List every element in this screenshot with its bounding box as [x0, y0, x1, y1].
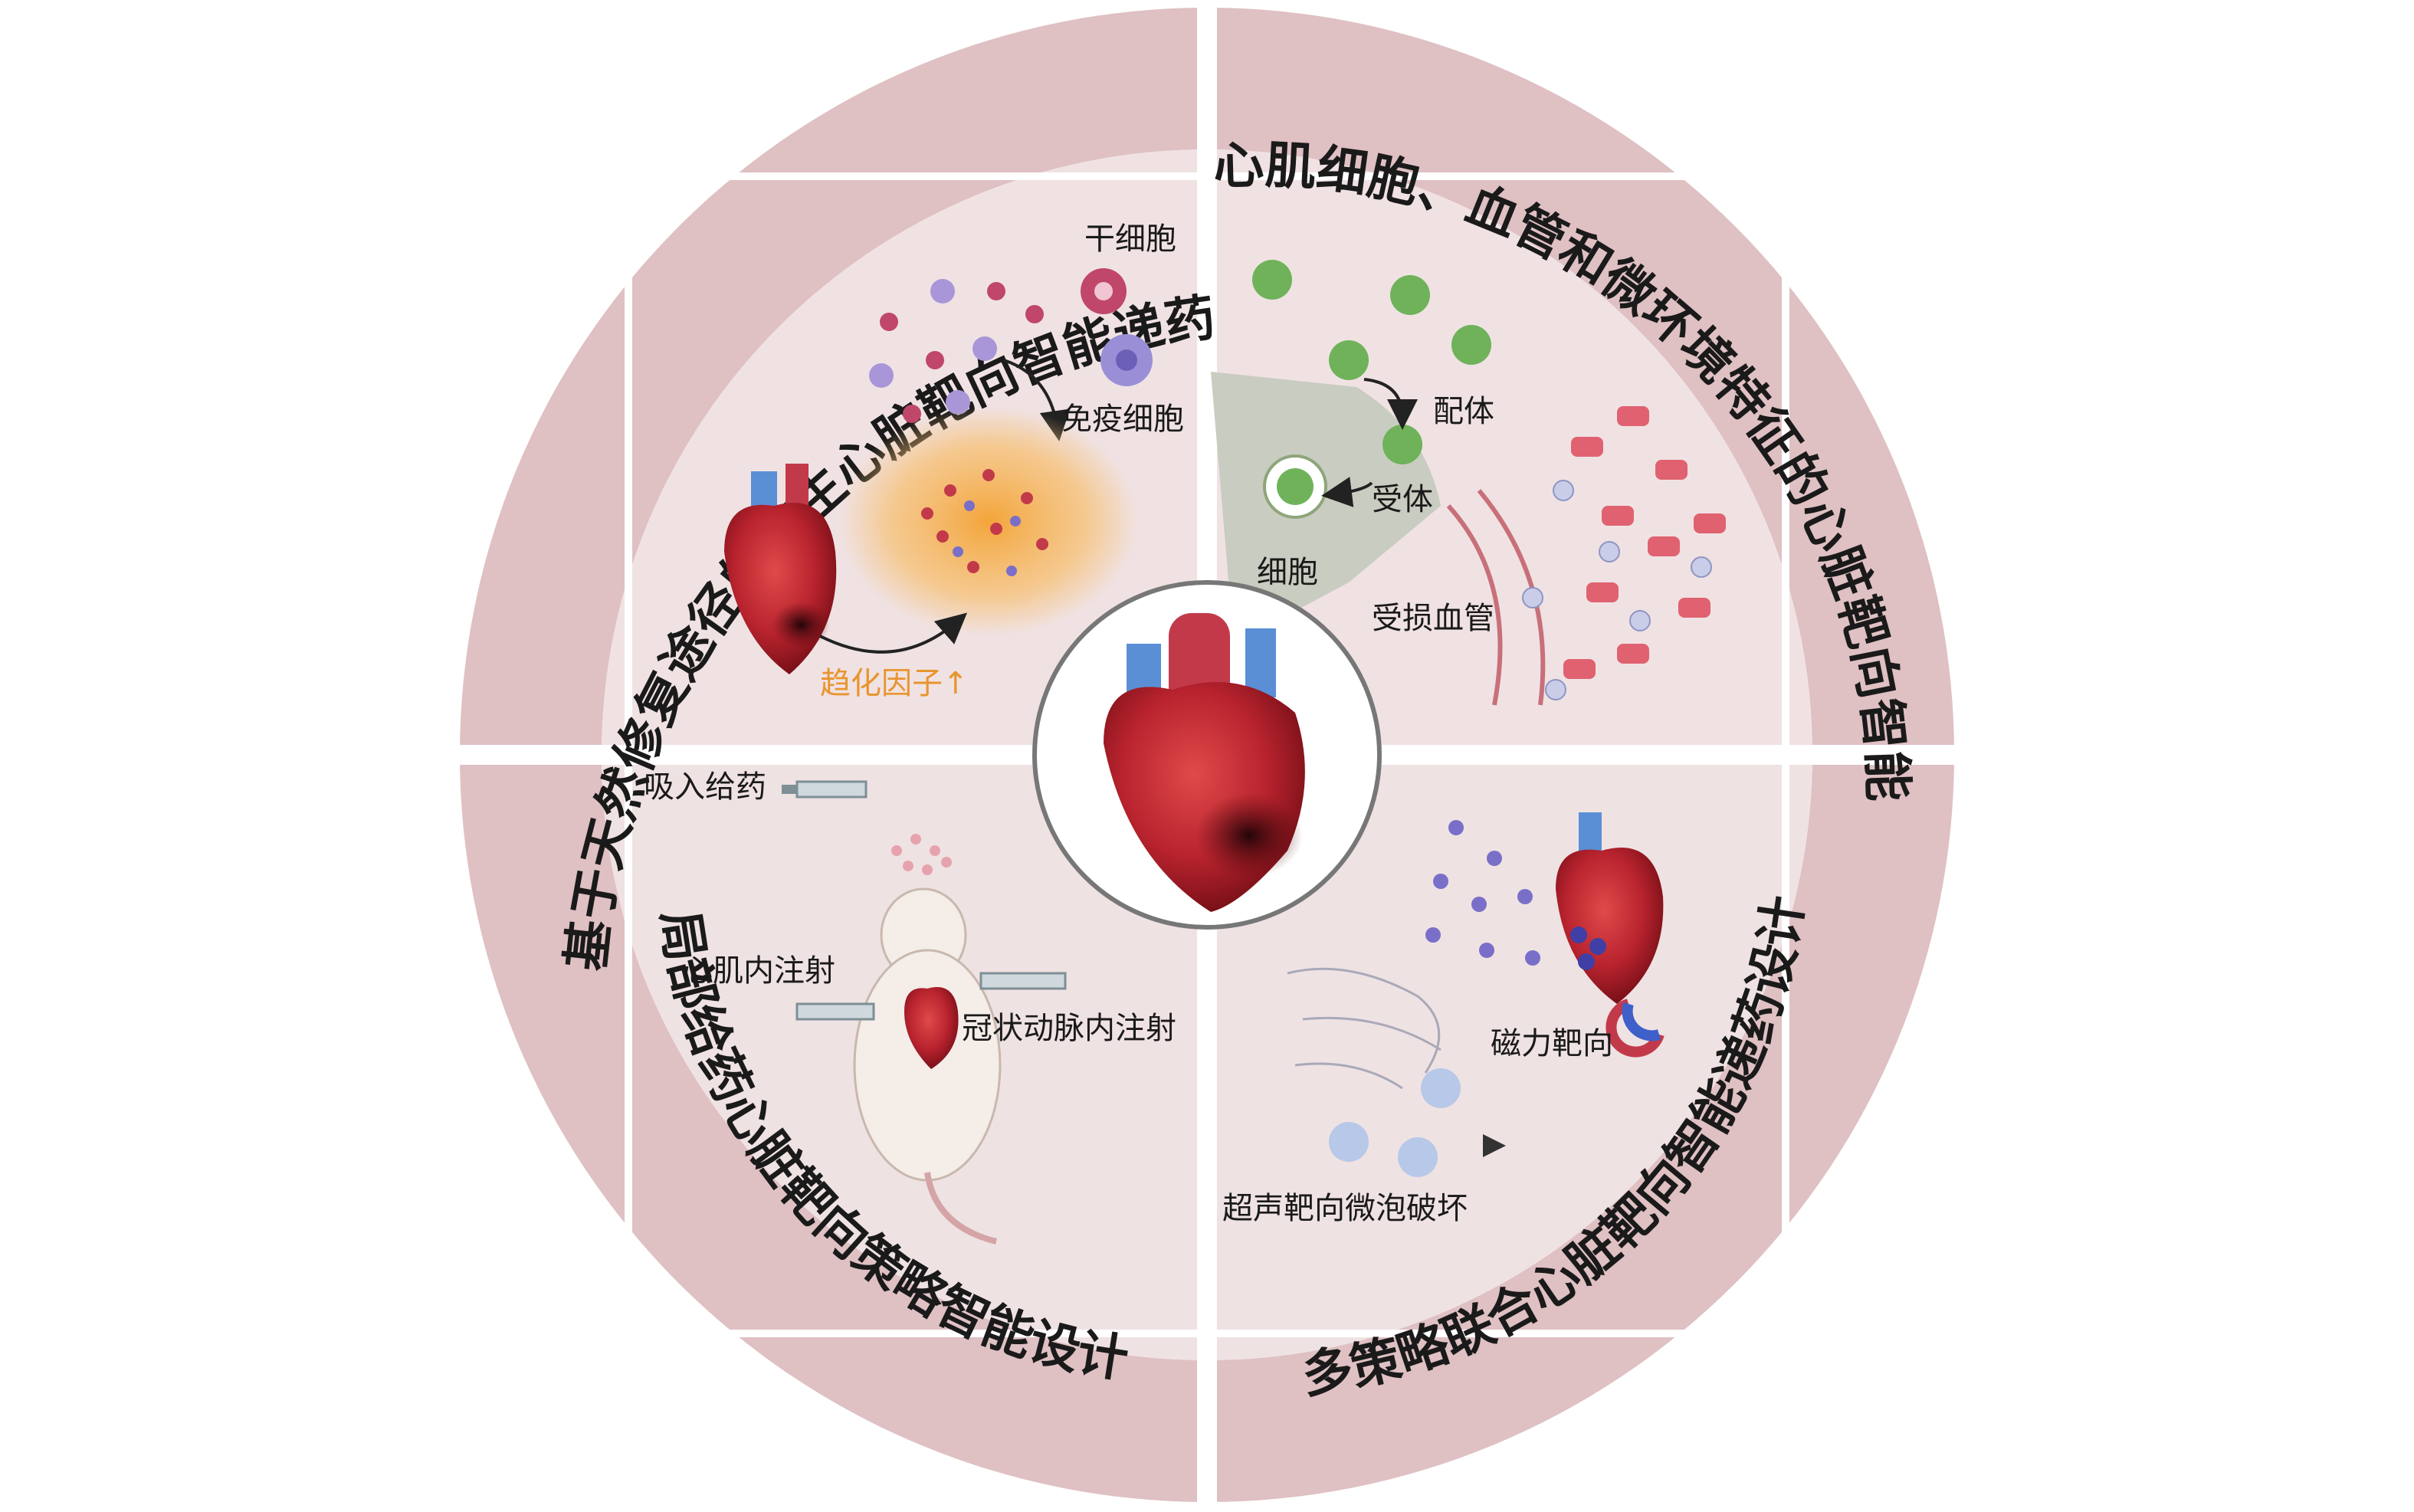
rat-heart-icon — [904, 987, 959, 1069]
microbubbles — [1329, 1068, 1461, 1177]
inflammation-zone — [839, 406, 1138, 636]
aerosol-particles — [891, 834, 952, 875]
label-intracoronary: 冠状动脉内注射 — [962, 1011, 1176, 1046]
q1-content: 干细胞 免疫细胞 趋化因子↑ — [724, 221, 1184, 701]
rat-icon — [853, 887, 1002, 1245]
nanoparticles — [1252, 260, 1491, 464]
ultrasound-icon — [1483, 1134, 1506, 1157]
syringe-intracoronary-icon — [979, 972, 1067, 990]
label-ultrasound: 超声靶向微泡破坏 — [1222, 1191, 1468, 1226]
q3-content: 吸入给药 心肌内注射 冠状动脉内注射 — [644, 769, 1176, 1245]
syringe-intramyocardial-icon — [795, 1002, 875, 1021]
center-infarct — [1196, 793, 1303, 877]
center-heart-group — [1032, 580, 1382, 930]
quadrant-top-right — [1207, 149, 1812, 755]
label-ligand: 配体 — [1433, 394, 1494, 429]
q2-content: 配体 受体 细胞 受损血管 — [1211, 260, 1726, 706]
label-inhaled: 吸入给药 — [644, 769, 766, 805]
syringe-inhaled-icon — [782, 780, 868, 799]
q4-content: 磁力靶向 超声靶向微泡破坏 — [1222, 812, 1665, 1226]
label-immune-cell: 免疫细胞 — [1061, 402, 1184, 437]
q1-heart-icon — [724, 464, 837, 674]
label-stem-cell: 干细胞 — [1084, 221, 1176, 257]
magnetic-particles — [1425, 820, 1540, 966]
q4-heart-icon — [1556, 812, 1664, 1004]
label-cell: 细胞 — [1257, 555, 1318, 590]
cardiomyocytes — [1563, 406, 1726, 679]
label-damaged-vessel: 受损血管 — [1372, 601, 1494, 636]
magnet-icon — [1606, 999, 1665, 1058]
label-intramyocardial: 心肌内注射 — [682, 953, 835, 989]
fibrous-network — [1287, 967, 1442, 1090]
label-receptor: 受体 — [1372, 482, 1433, 517]
label-magnetic: 磁力靶向 — [1491, 1026, 1613, 1061]
label-chemotactic: 趋化因子↑ — [820, 666, 969, 701]
